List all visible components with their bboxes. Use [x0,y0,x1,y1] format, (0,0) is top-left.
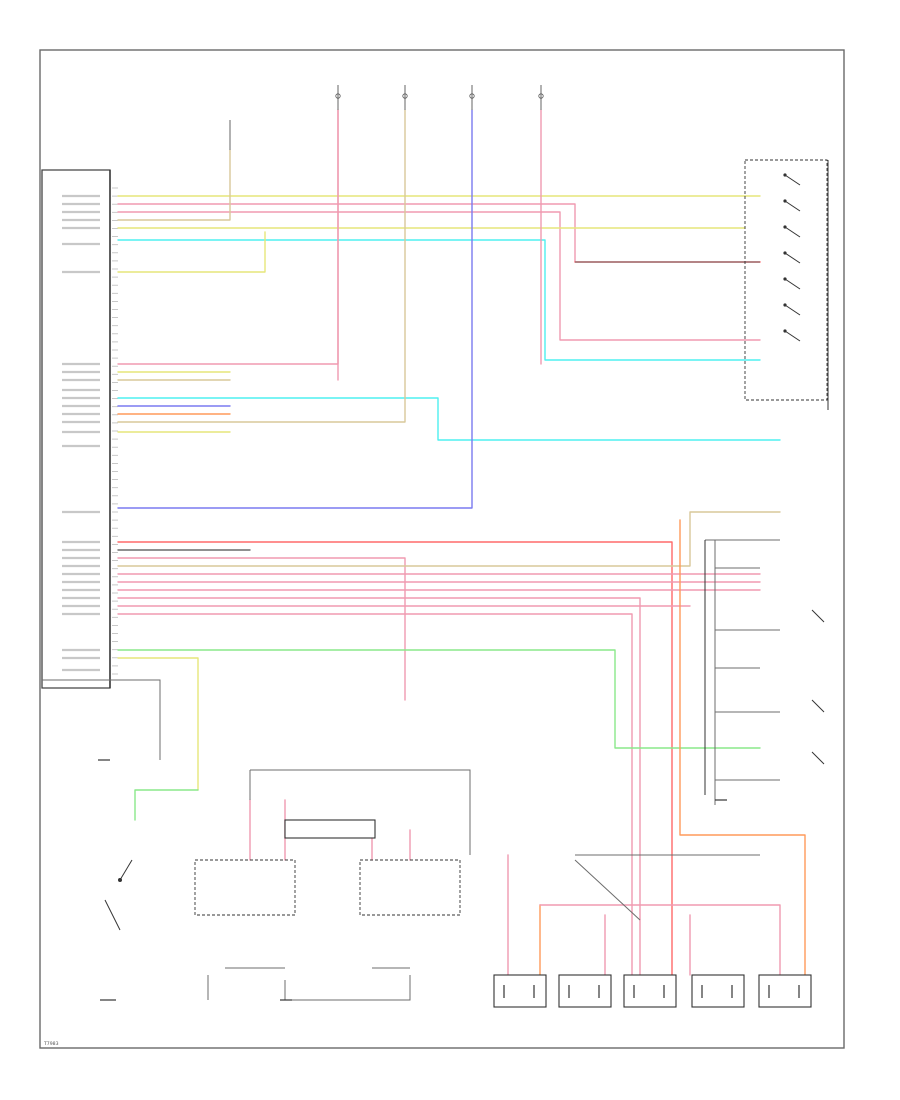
switch-contact [784,304,801,316]
power-feeds [229,85,544,150]
switch-pivot [783,277,787,281]
door-lock-actuator [691,974,745,1008]
wire-tan [117,149,231,221]
wire-tan [117,511,781,567]
diagram-frame [39,49,845,1049]
wire-pink [117,557,406,701]
switch-pivot [783,225,787,229]
mirror-switch-assembly [744,159,829,765]
ground-wire [574,859,641,921]
fuse-icon [469,93,475,99]
module-pin-labels [62,187,118,675]
ground-wire [42,679,161,760]
switch-contact [784,200,801,212]
door-switch-contact [811,751,825,765]
door-lock-actuator [623,974,677,1008]
ground-wire [284,975,411,1001]
wire-yellow [117,657,199,791]
wire-harness [42,109,806,1001]
switch-contact [784,174,801,186]
bottom-components [98,759,812,1008]
door-switch-contact [811,609,825,623]
door-lock-actuator [758,974,812,1008]
switch-pivot [783,199,787,203]
switch-pivot [783,329,787,333]
switch-contact [784,252,801,264]
fuse-icon [402,93,408,99]
wire-pink [117,211,761,341]
relay-module-left [194,859,296,916]
wire-pink [539,904,781,976]
relay-header-box [284,819,376,839]
wire-green [134,789,199,821]
fuse-icon [335,93,341,99]
door-lock-actuator [558,974,612,1008]
switch-pivot [783,303,787,307]
wire-pink [117,597,641,976]
wire-red [117,541,673,976]
switch-pivot [783,173,787,177]
key-switch-contact [119,859,133,881]
fuse-icon [538,93,544,99]
switch-contact [784,278,801,290]
wire-yellow [117,231,266,273]
switch-contact [784,226,801,238]
diagram-code: T7983 [43,1041,59,1047]
wire-green [117,649,761,749]
main-control-module [41,169,111,689]
key-switch-contact [104,899,121,931]
door-lock-actuator [493,974,547,1008]
door-lock-switch-area [704,540,716,805]
wire-blue [117,109,473,509]
relay-module-right [359,859,461,916]
wire-tan [117,109,406,423]
wire-orange [679,519,806,976]
ground-wire [250,769,471,855]
wire-cyan [117,239,761,361]
switch-contact [784,330,801,342]
door-switch-contact [811,699,825,713]
wire-cyan [117,397,781,441]
switch-pivot [783,251,787,255]
